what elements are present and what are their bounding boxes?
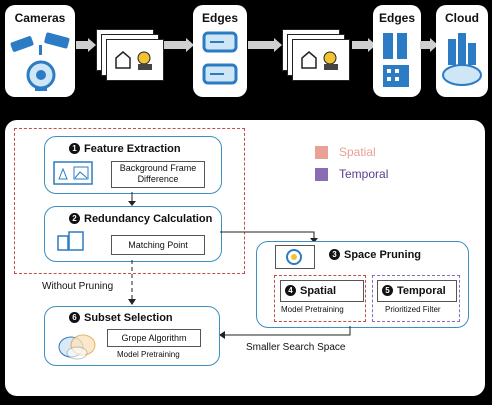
spatial-outline <box>274 275 366 322</box>
space-pruning-module: 3 Space Pruning 4 Spatial Model Pretrainin… <box>256 241 469 328</box>
spatial-caption: Model Pretraining <box>281 305 344 314</box>
spatial-swatch <box>315 146 328 159</box>
arrow-2-to-6-dashed <box>128 260 136 305</box>
hard-drive-icon <box>202 31 238 85</box>
step-2-badge: 2 <box>69 213 80 224</box>
edges-title-2: Edges <box>378 11 415 25</box>
step-3-badge: 3 <box>329 249 340 260</box>
arrow-edges-to-cloud <box>420 38 438 52</box>
legend-temporal: Temporal <box>339 167 389 181</box>
edges-box-2: Edges <box>373 5 421 97</box>
cloud-box: Cloud <box>436 5 488 97</box>
pruning-icon-box <box>275 245 315 269</box>
smaller-search-space-label: Smaller Search Space <box>246 342 346 353</box>
without-pruning-label: Without Pruning <box>42 281 114 292</box>
step-5-badge: 5 <box>382 285 393 296</box>
feature-extraction-module: 1 Feature Extraction Background Frame Dif… <box>44 136 222 194</box>
step-1-badge: 1 <box>69 143 80 154</box>
temporal-box: 5 Temporal <box>377 280 457 302</box>
arrow-3-to-6 <box>219 326 351 339</box>
cloud-city-icon <box>442 33 482 86</box>
settings-search-icon <box>286 249 302 265</box>
arrow-2-to-3 <box>220 231 318 243</box>
frame-scene-icon <box>301 51 338 70</box>
subset-selection-label: Subset Selection <box>84 312 173 324</box>
spatial-label: Spatial <box>300 285 337 297</box>
space-pruning-label: Space Pruning <box>344 249 422 261</box>
pruning-dashed-outline <box>14 128 245 274</box>
image-icon <box>53 161 93 185</box>
space-pruning-title: 3 Space Pruning <box>329 249 421 261</box>
subset-selection-caption: Model Pretraining <box>117 350 180 359</box>
edges-box-1: Edges <box>193 5 247 97</box>
temporal-swatch <box>315 168 328 181</box>
subset-selection-module: 6 Subset Selection Grope Algorithm Model … <box>44 306 220 366</box>
redundancy-calculation-title: 2 Redundancy Calculation <box>69 213 212 225</box>
arrow-frames-to-edges-2 <box>352 38 376 52</box>
legend-spatial: Spatial <box>339 145 376 159</box>
camera-icon <box>10 32 70 91</box>
cameras-box: Cameras <box>5 5 75 97</box>
background-frame-difference-box: Background Frame Difference <box>111 161 205 188</box>
grope-algorithm-box: Grope Algorithm <box>107 329 201 347</box>
feature-extraction-title: 1 Feature Extraction <box>69 143 181 155</box>
temporal-label: Temporal <box>397 285 446 297</box>
feature-extraction-label: Feature Extraction <box>84 143 181 155</box>
redundancy-calculation-module: 2 Redundancy Calculation Matching Point <box>44 206 222 262</box>
venn-icon <box>58 334 96 360</box>
cloud-title: Cloud <box>445 11 479 25</box>
spatial-box: 4 Spatial <box>280 280 364 302</box>
frame-scene-icon <box>115 51 152 70</box>
subset-selection-title: 6 Subset Selection <box>69 312 173 324</box>
document-icon <box>57 231 84 251</box>
step-6-badge: 6 <box>69 312 80 323</box>
arrow-1-to-2 <box>128 192 136 206</box>
redundancy-calculation-label: Redundancy Calculation <box>84 213 213 225</box>
step-4-badge: 4 <box>285 285 296 296</box>
edges-title-1: Edges <box>201 11 238 25</box>
temporal-caption: Prioritized Filter <box>385 305 441 314</box>
arrow-cameras-to-frames <box>76 38 96 52</box>
server-icon <box>383 33 409 87</box>
arrow-edges-to-frames <box>248 38 282 52</box>
matching-point-box: Matching Point <box>111 235 205 255</box>
temporal-outline <box>372 275 460 322</box>
cameras-title: Cameras <box>14 11 66 25</box>
arrow-frames-to-edges <box>164 38 194 52</box>
